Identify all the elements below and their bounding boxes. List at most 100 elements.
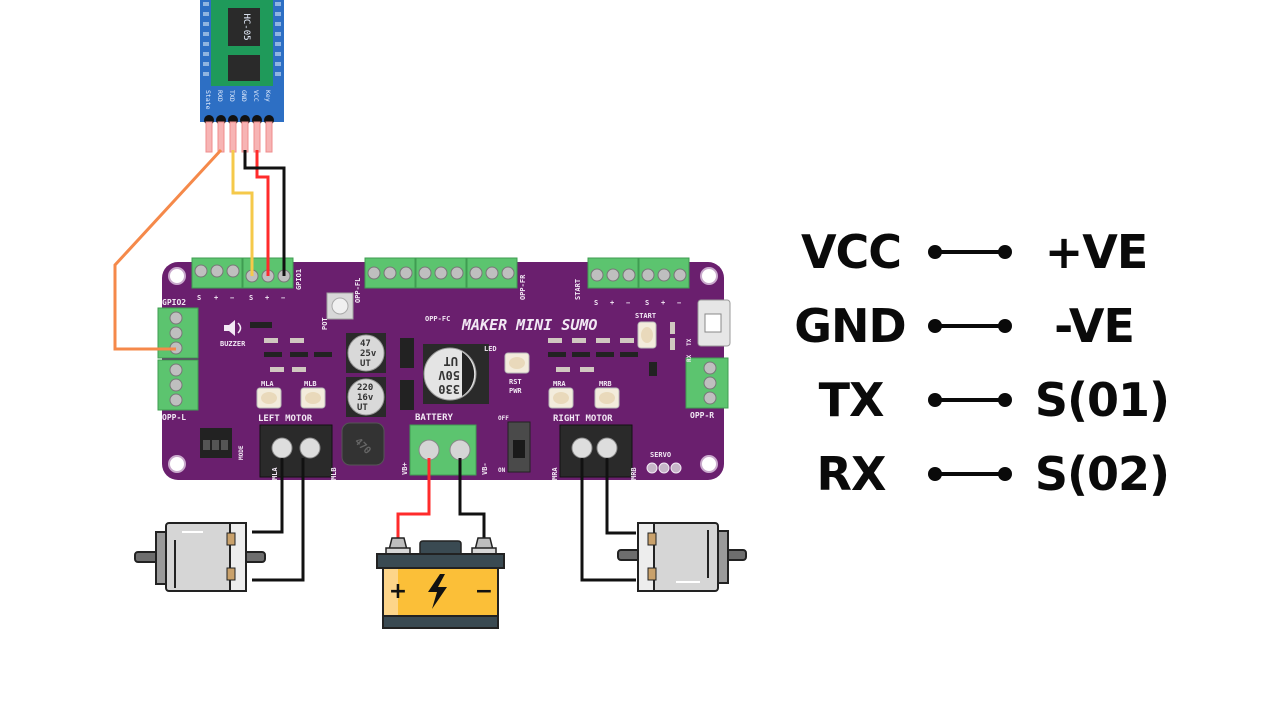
lightning-icon bbox=[428, 574, 447, 609]
terminal-opp-l bbox=[157, 359, 199, 411]
svg-text:LED: LED bbox=[484, 345, 497, 353]
button-start[interactable] bbox=[637, 321, 657, 349]
legend-from: RX bbox=[816, 447, 887, 501]
svg-text:GPIO2: GPIO2 bbox=[162, 298, 186, 307]
power-switch[interactable] bbox=[507, 421, 531, 473]
terminal-opp-fc bbox=[415, 257, 467, 289]
battery-lid bbox=[376, 553, 505, 569]
diode bbox=[400, 380, 414, 410]
legend-to: -VE bbox=[1054, 299, 1135, 353]
svg-text:VB+: VB+ bbox=[401, 462, 409, 475]
button-rst[interactable] bbox=[504, 352, 530, 374]
svg-text:25v: 25v bbox=[360, 349, 377, 359]
battery-plus-symbol: + bbox=[389, 579, 407, 604]
smd-components bbox=[250, 322, 657, 376]
legend-to: S(02) bbox=[1034, 447, 1170, 501]
speaker-icon bbox=[224, 320, 242, 336]
svg-text:MLB: MLB bbox=[304, 380, 317, 388]
terminal-opp-r bbox=[685, 357, 729, 409]
bluetooth-wires bbox=[113, 148, 286, 351]
svg-text:OPP-FR: OPP-FR bbox=[519, 274, 527, 300]
pin-label-vcc: VCC bbox=[252, 90, 260, 102]
svg-text:BUZZER: BUZZER bbox=[220, 340, 246, 348]
wire-battery-negative bbox=[458, 458, 486, 540]
top-terminal-blocks bbox=[191, 257, 690, 289]
svg-text:VB-: VB- bbox=[481, 462, 489, 475]
svg-text:UT: UT bbox=[360, 359, 371, 369]
connector-line-icon bbox=[928, 245, 1012, 259]
mounting-holes bbox=[168, 267, 718, 473]
svg-text:MLA: MLA bbox=[271, 467, 279, 480]
pcb-silkscreen: MAKER MINI SUMO GPIO2 GPIO1 OPP-FL OPP-F… bbox=[162, 269, 714, 480]
svg-text:BATTERY: BATTERY bbox=[415, 413, 454, 423]
side-terminal-blocks bbox=[157, 307, 729, 411]
legend-from: TX bbox=[818, 373, 885, 427]
motor-terminal bbox=[226, 532, 236, 546]
wire-tx bbox=[231, 150, 254, 276]
svg-text:RST: RST bbox=[509, 378, 522, 386]
svg-text:−: − bbox=[626, 299, 630, 307]
module-chip-top bbox=[228, 8, 260, 46]
legend-to: S(01) bbox=[1034, 373, 1170, 427]
motor-terminal bbox=[226, 567, 236, 581]
svg-text:MLA: MLA bbox=[261, 380, 274, 388]
pin-label-txd: TXD bbox=[228, 90, 236, 102]
svg-text:GPIO1: GPIO1 bbox=[295, 269, 303, 290]
maker-mini-sumo-board: 47 25v UT 220 16v UT 330 50V UT 47 bbox=[157, 257, 731, 480]
smd-resistors bbox=[264, 322, 675, 372]
svg-text:MRA: MRA bbox=[551, 467, 559, 480]
svg-text:OPP-L: OPP-L bbox=[162, 413, 186, 422]
svg-text:+: + bbox=[265, 294, 269, 302]
svg-text:OPP-R: OPP-R bbox=[690, 411, 714, 420]
svg-text:START: START bbox=[574, 279, 582, 300]
svg-text:50V: 50V bbox=[438, 368, 460, 382]
pin-label-state: State bbox=[204, 90, 212, 110]
svg-text:PWR: PWR bbox=[509, 387, 522, 395]
svg-text:OPP-FL: OPP-FL bbox=[354, 278, 362, 303]
button-mla[interactable] bbox=[256, 387, 282, 409]
module-chip-bottom bbox=[228, 55, 260, 81]
wire-battery-positive bbox=[396, 458, 431, 540]
right-motor bbox=[580, 458, 747, 592]
diode bbox=[400, 338, 414, 368]
svg-text:MRB: MRB bbox=[630, 467, 638, 480]
svg-text:S: S bbox=[594, 299, 598, 307]
svg-text:+: + bbox=[661, 299, 665, 307]
legend-from: GND bbox=[794, 299, 906, 353]
legend-from: VCC bbox=[800, 225, 902, 279]
module-header-pins bbox=[204, 115, 274, 153]
svg-text:MRA: MRA bbox=[553, 380, 566, 388]
board-name: MAKER MINI SUMO bbox=[461, 316, 597, 334]
capacitor-220uf: 220 16v UT bbox=[346, 377, 386, 417]
left-motor bbox=[134, 458, 305, 592]
legend-to: +VE bbox=[1044, 225, 1149, 279]
motor-terminal bbox=[647, 532, 657, 546]
button-mra[interactable] bbox=[548, 387, 574, 409]
svg-text:S: S bbox=[645, 299, 649, 307]
connector-line-icon bbox=[928, 467, 1012, 481]
svg-text:OFF: OFF bbox=[498, 415, 509, 422]
svg-text:LEFT MOTOR: LEFT MOTOR bbox=[258, 414, 313, 424]
mode-dip-switch[interactable] bbox=[200, 428, 232, 458]
terminal-edge-r bbox=[638, 257, 690, 289]
servo-header[interactable] bbox=[646, 462, 682, 474]
svg-text:MLB: MLB bbox=[330, 467, 338, 480]
terminal-gpio2 bbox=[157, 307, 199, 359]
inductor-470: 470 bbox=[341, 422, 385, 466]
legend-row-tx: TX S(01) bbox=[780, 370, 1180, 430]
svg-text:UT: UT bbox=[357, 403, 368, 413]
legend-row-gnd: GND -VE bbox=[780, 296, 1180, 356]
battery-minus-symbol: − bbox=[475, 579, 493, 604]
svg-text:−: − bbox=[677, 299, 681, 307]
svg-text:S: S bbox=[197, 294, 201, 302]
button-mlb[interactable] bbox=[300, 387, 326, 409]
battery-terminal bbox=[409, 424, 477, 476]
svg-text:16v: 16v bbox=[357, 393, 374, 403]
button-mrb[interactable] bbox=[594, 387, 620, 409]
svg-text:RIGHT MOTOR: RIGHT MOTOR bbox=[553, 414, 613, 424]
motor-terminal bbox=[647, 567, 657, 581]
pin-label-rxd: RXD bbox=[216, 90, 224, 102]
capacitor-330uf: 330 50V UT bbox=[423, 344, 489, 404]
connector-line-icon bbox=[928, 319, 1012, 333]
